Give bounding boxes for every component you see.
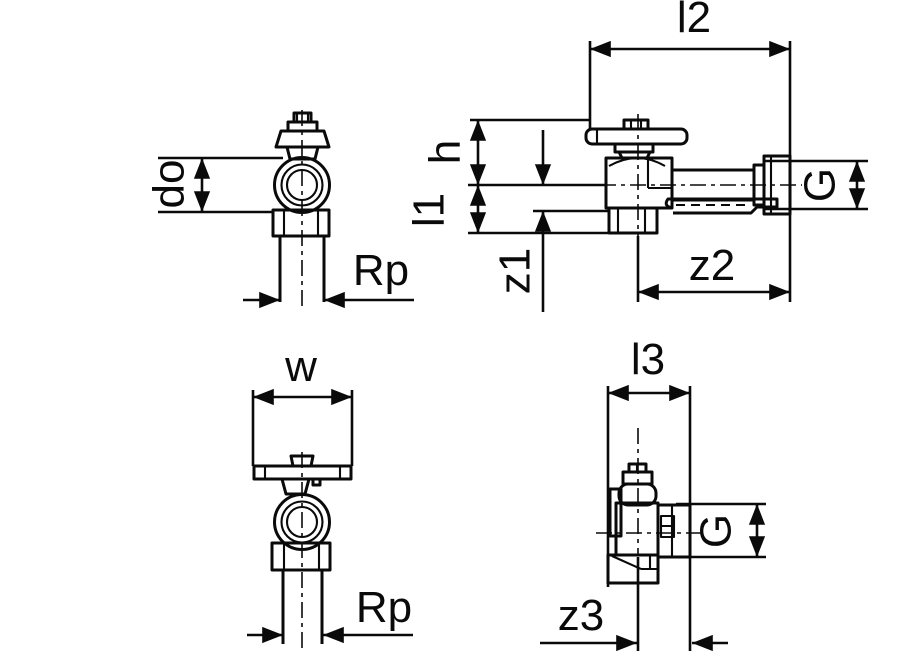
dim-h: h	[421, 118, 606, 187]
dim-label-l2: l2	[677, 0, 711, 42]
dim-label-z3: z3	[558, 591, 604, 640]
dim-label-g: G	[796, 168, 845, 202]
dim-l3: l3	[606, 335, 692, 651]
valve-side-outline	[604, 118, 792, 235]
dim-g-top: G	[765, 159, 868, 211]
valve-end-details	[611, 464, 676, 571]
port-circle-middle	[280, 500, 324, 544]
view-front-top: do Rp	[145, 110, 414, 309]
dim-label-z2: z2	[689, 241, 735, 290]
dim-witness-line	[606, 386, 692, 651]
dim-label-h: h	[421, 140, 470, 164]
valve-front-details	[282, 113, 320, 236]
valve-side-details	[595, 120, 773, 233]
port-circle-outer	[273, 493, 331, 551]
dim-w: w	[251, 342, 354, 466]
dim-label-rp: Rp	[356, 583, 412, 632]
handle-bar	[584, 127, 689, 146]
dim-z1: z1	[491, 130, 608, 312]
valve-front-outline	[271, 111, 331, 302]
port-circle-outer	[273, 156, 331, 214]
handle-knob	[617, 482, 658, 507]
port-circle-inner	[285, 168, 319, 202]
view-side-top: l2 h l1 z1 z2 G	[405, 0, 868, 312]
view-side-bottom: l3 G z3	[540, 335, 766, 652]
dim-label-do: do	[145, 160, 194, 209]
dim-do: do	[145, 156, 283, 214]
port-circle-middle	[280, 163, 324, 207]
dim-label-l1: l1	[405, 193, 454, 227]
dim-z2: z2	[636, 236, 790, 302]
dim-l1: l1	[405, 185, 608, 235]
dim-g-bottom: G	[676, 502, 766, 559]
dim-label-rp: Rp	[353, 246, 409, 295]
dim-label-z1: z1	[491, 248, 540, 294]
dim-rp-bottom: Rp	[247, 583, 413, 644]
dim-z3: z3	[540, 557, 728, 652]
dim-label-g: G	[692, 514, 741, 548]
dim-label-l3: l3	[631, 335, 665, 384]
dim-witness-line	[468, 118, 606, 187]
dim-label-w: w	[284, 342, 317, 391]
dim-l2: l2	[588, 0, 792, 302]
port-circle-inner	[285, 505, 319, 539]
dim-rp-top: Rp	[243, 246, 414, 309]
view-front-bottom: w Rp	[247, 342, 413, 648]
dim-witness-line	[158, 156, 283, 214]
valve-front-details	[263, 466, 342, 570]
